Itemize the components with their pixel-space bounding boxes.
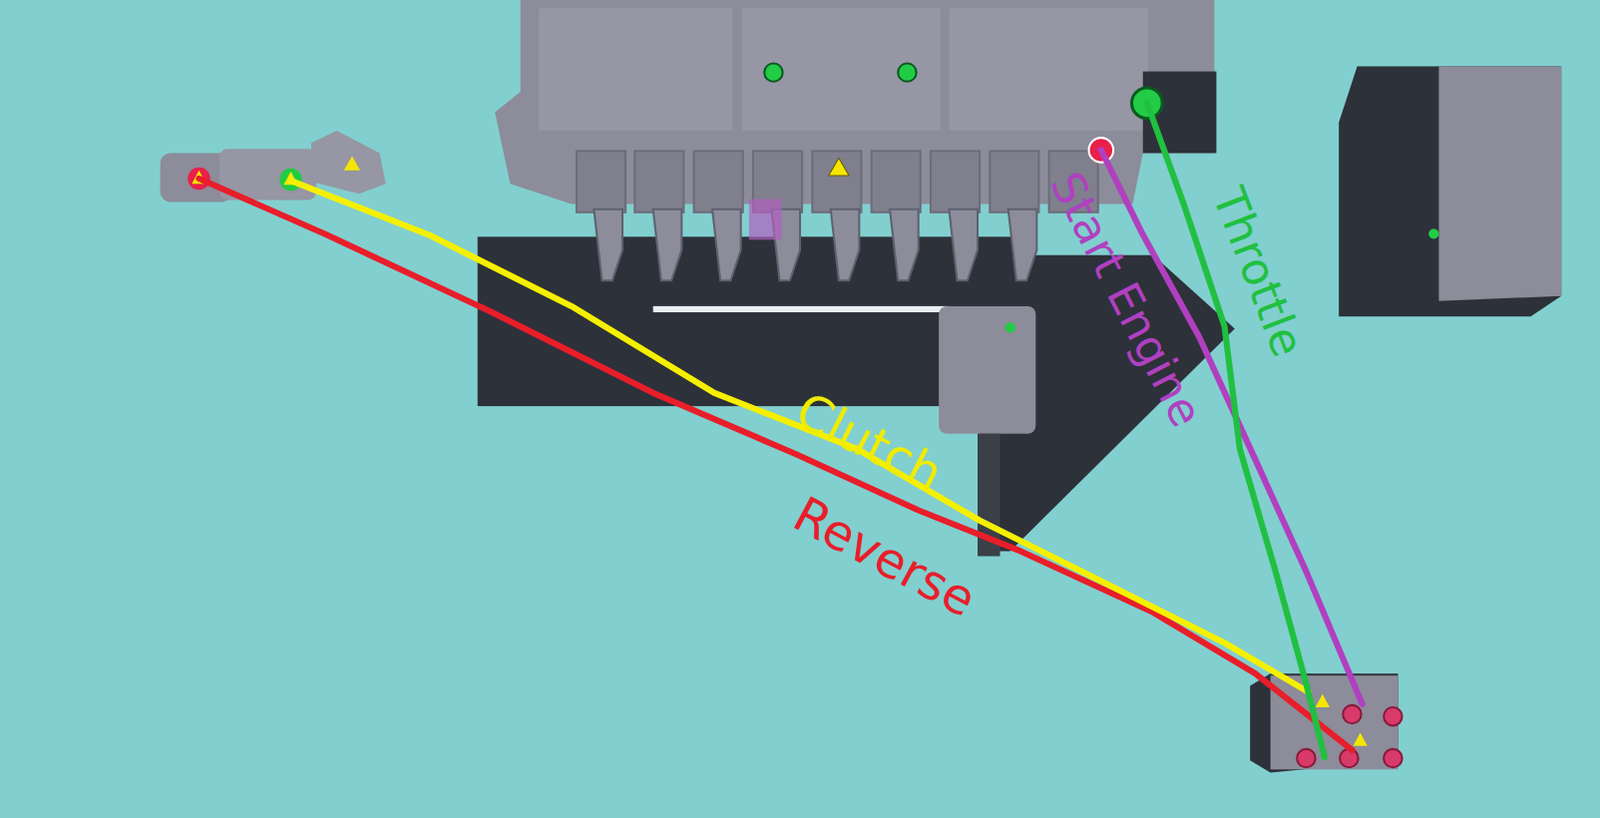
game-view: Start EngineThrottleClutchReverse [0,0,1600,818]
